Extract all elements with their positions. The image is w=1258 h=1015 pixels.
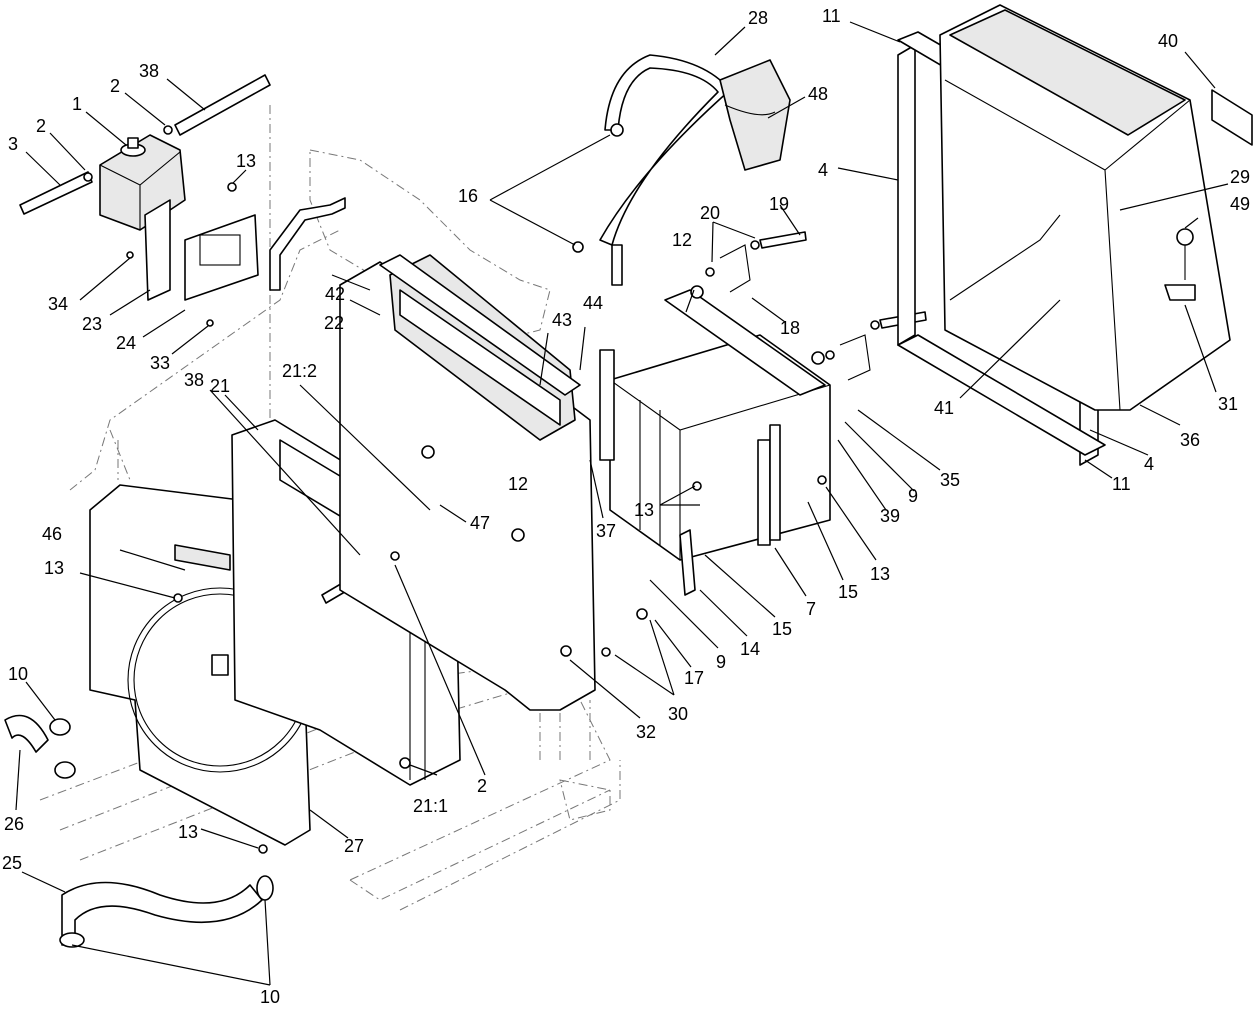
overflow-hose-38 [174, 74, 271, 136]
callout-14: 14 [740, 639, 760, 659]
tube-7 [757, 424, 781, 546]
callout-15a: 15 [838, 582, 858, 602]
callout-43: 43 [552, 310, 572, 330]
callout-49: 49 [1230, 194, 1250, 214]
callout-3: 3 [8, 134, 18, 154]
callout-31: 31 [1218, 394, 1238, 414]
callout-34: 34 [48, 294, 68, 314]
callout-39: 39 [880, 506, 900, 526]
callout-9a: 9 [908, 486, 918, 506]
callout-25: 25 [2, 853, 22, 873]
screen-housing [939, 4, 1231, 411]
callout-13b: 13 [634, 500, 654, 520]
latch-31 [1164, 228, 1196, 301]
callout-41: 41 [934, 398, 954, 418]
callout-19: 19 [769, 194, 789, 214]
expansion-tank [99, 134, 186, 231]
gasket-42 [379, 254, 581, 396]
lower-hose-25 [61, 881, 263, 946]
callout-13c: 13 [870, 564, 890, 584]
callout-18: 18 [780, 318, 800, 338]
callout-30: 30 [668, 704, 688, 724]
tank-bracket [144, 199, 259, 301]
callout-2a: 2 [110, 76, 120, 96]
callout-48: 48 [808, 84, 828, 104]
callout-11a: 11 [822, 6, 841, 26]
callout-15b: 15 [772, 619, 792, 639]
hose-clamps-10 [49, 718, 274, 948]
callout-12a: 12 [672, 230, 692, 250]
callout-13a: 13 [236, 151, 256, 171]
callout-7: 7 [806, 599, 816, 619]
callout-1: 1 [72, 94, 82, 114]
callout-13d: 13 [44, 558, 64, 578]
callout-13e: 13 [178, 822, 198, 842]
metal-tube [269, 197, 346, 291]
callout-9b: 9 [716, 652, 726, 672]
bracket-14 [679, 529, 696, 596]
overflow-hose-3 [19, 171, 93, 215]
callout-37: 37 [596, 521, 616, 541]
callout-4a: 4 [818, 160, 828, 180]
pipe-37 [599, 244, 623, 461]
fasteners [83, 123, 827, 854]
callout-2c: 2 [477, 776, 487, 796]
callout-27: 27 [344, 836, 364, 856]
callout-29: 29 [1230, 167, 1250, 187]
callout-38b: 38 [184, 370, 204, 390]
callout-21-2: 21:2 [282, 361, 317, 381]
callout-22: 22 [324, 313, 344, 333]
callout-26: 26 [4, 814, 24, 834]
callout-33: 33 [150, 353, 170, 373]
panel-40 [1211, 89, 1253, 146]
callout-35: 35 [940, 470, 960, 490]
washers-20 [690, 240, 880, 365]
callout-38a: 38 [139, 61, 159, 81]
callout-23: 23 [82, 314, 102, 334]
callout-24: 24 [116, 333, 136, 353]
upper-hose-28 [599, 54, 731, 246]
callout-28: 28 [748, 8, 768, 28]
bracket-18 [719, 244, 871, 381]
callout-16: 16 [458, 186, 478, 206]
callout-10a: 10 [8, 664, 28, 684]
callout-40: 40 [1158, 31, 1178, 51]
callout-44: 44 [583, 293, 603, 313]
wire-harness-48 [719, 59, 791, 171]
callout-42: 42 [325, 284, 345, 304]
callout-46: 46 [42, 524, 62, 544]
leader-lines [15, 21, 1229, 986]
callout-10b: 10 [260, 987, 280, 1007]
elbow-hose-26 [4, 714, 49, 753]
callout-labels: 1 2 2 2 3 38 38 13 13 13 13 13 34 23 24 … [2, 6, 1250, 1007]
callout-21: 21 [210, 376, 230, 396]
callout-21-1: 21:1 [413, 796, 448, 816]
callout-32: 32 [636, 722, 656, 742]
callout-17: 17 [684, 668, 704, 688]
callout-20: 20 [700, 203, 720, 223]
callout-2b: 2 [36, 116, 46, 136]
mount-bar [664, 289, 826, 396]
callout-36: 36 [1180, 430, 1200, 450]
callout-11b: 11 [1112, 474, 1131, 494]
callout-47: 47 [470, 513, 490, 533]
callout-12b: 12 [508, 474, 528, 494]
callout-4b: 4 [1144, 454, 1154, 474]
